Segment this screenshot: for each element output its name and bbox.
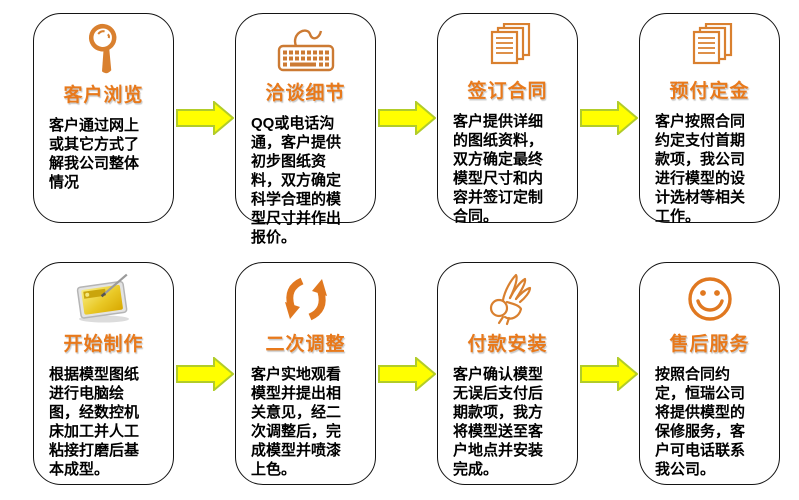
step-card: 预付定金 客户按照合同约定支付首期款项，我公司进行模型的设计选材等相关工作。 [639, 13, 780, 225]
refresh-icon [283, 272, 329, 326]
step-card: 售后服务 按照合同约定，恒瑞公司将提供模型的保修服务，客户可电话联系我公司。 [639, 262, 780, 485]
step-body: 按照合同约定，恒瑞公司将提供模型的保修服务，客户可电话联系我公司。 [655, 366, 746, 478]
step-card: 付款安装 客户确认模型无误后支付后期款项，我方将模型送至客户地点并安装完成。 [437, 262, 578, 485]
right-arrow-icon [579, 356, 638, 391]
step-title: 预付定金 [669, 81, 750, 102]
flow-connector [174, 262, 235, 485]
step-body: 客户确认模型无误后支付后期款项，我方将模型送至客户地点并安装完成。 [453, 366, 544, 478]
flow-row-1: 客户浏览 客户通过网上或其它方式了解我公司整体情况 [33, 13, 799, 246]
flow-connector [376, 262, 437, 485]
right-arrow-icon [175, 356, 234, 391]
step-title: 洽谈细节 [265, 83, 346, 104]
tablet-icon [72, 272, 136, 326]
step-title: 开始制作 [63, 334, 144, 355]
step-body: 客户实地观看模型并提出相关意见，经二次调整后，完成模型并喷漆上色。 [251, 366, 342, 478]
step-body: 客户按照合同约定支付首期款项，我公司进行模型的设计选材等相关工作。 [655, 113, 746, 225]
right-arrow-icon [175, 101, 234, 135]
step-body: 根据模型图纸进行电脑绘图，经数控机床加工并人工粘接打磨后基本成型。 [49, 366, 140, 478]
step-card: 客户浏览 客户通过网上或其它方式了解我公司整体情况 [33, 13, 174, 223]
flow-row-2: 开始制作 根据模型图纸进行电脑绘图，经数控机床加工并人工粘接打磨后基本成型。 [33, 262, 799, 485]
step-title: 售后服务 [669, 334, 750, 355]
step-title: 签订合同 [467, 81, 548, 102]
flow-connector [578, 13, 639, 223]
step-title: 二次调整 [265, 334, 346, 355]
flow-connector [578, 262, 639, 485]
step-card: 二次调整 客户实地观看模型并提出相关意见，经二次调整后，完成模型并喷漆上色。 [235, 262, 376, 485]
step-card: 签订合同 客户提供详细的图纸资料，双方确定最终模型尺寸和内容并签订定制合同。 [437, 13, 578, 225]
right-arrow-icon [377, 101, 436, 135]
keyboard-icon [274, 23, 338, 75]
right-arrow-icon [377, 356, 436, 391]
step-title: 付款安装 [467, 334, 548, 355]
smiley-icon [686, 272, 734, 326]
step-title: 客户浏览 [63, 85, 144, 106]
flow-connector [376, 13, 437, 223]
magnifier-icon [81, 23, 127, 77]
flow-connector [174, 13, 235, 223]
documents-icon [685, 23, 735, 73]
step-card: 洽谈细节 QQ或电话沟通，客户提供初步图纸资料，双方确定科学合理的模型尺寸并作出… [235, 13, 376, 246]
documents-icon [483, 23, 533, 73]
step-body: 客户提供详细的图纸资料，双方确定最终模型尺寸和内容并签订定制合同。 [453, 113, 544, 225]
process-flowchart: 客户浏览 客户通过网上或其它方式了解我公司整体情况 [33, 13, 799, 485]
step-body: QQ或电话沟通，客户提供初步图纸资料，双方确定科学合理的模型尺寸并作出报价。 [251, 115, 342, 246]
right-arrow-icon [579, 101, 638, 135]
ok-hand-icon [482, 272, 534, 326]
step-body: 客户通过网上或其它方式了解我公司整体情况 [49, 117, 140, 191]
step-card: 开始制作 根据模型图纸进行电脑绘图，经数控机床加工并人工粘接打磨后基本成型。 [33, 262, 174, 485]
